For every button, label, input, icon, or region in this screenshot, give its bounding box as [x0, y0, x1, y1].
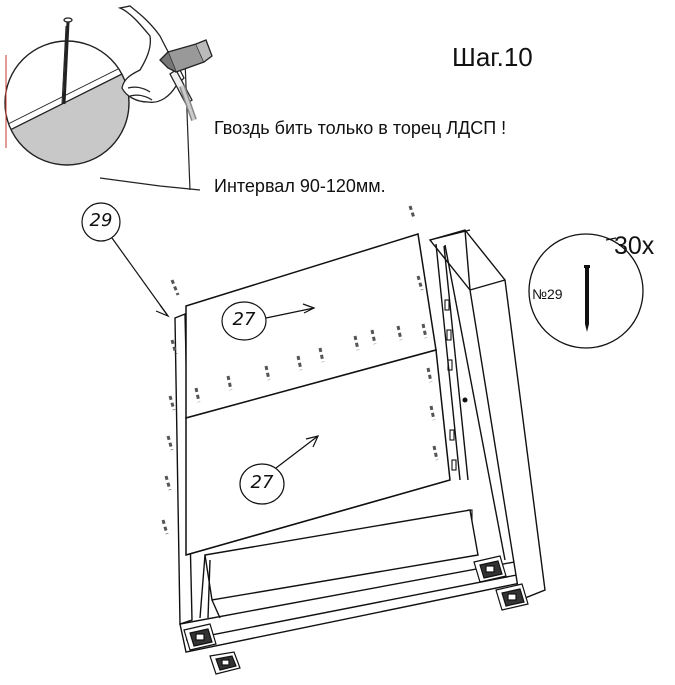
callout-panel-top: [221, 301, 316, 341]
callout-label-panel-bottom: 27: [250, 472, 274, 493]
instruction-note-interval: Интервал 90-120мм.: [214, 176, 386, 196]
hammer-icon: [117, 5, 213, 121]
right-hardware: [444, 299, 473, 523]
callout-nail: [81, 202, 170, 318]
callout-label-panel-top: 27: [232, 309, 256, 330]
nail-marks: [161, 205, 439, 535]
instruction-note-edge: Гвоздь бить только в торец ЛДСП !: [214, 118, 507, 138]
fastener-quantity: 30x: [614, 232, 655, 260]
nail-icon: [584, 265, 590, 332]
step-title: Шаг.10: [452, 42, 533, 72]
detail-nail: [61, 17, 73, 105]
callout-panel-bottom: [239, 435, 320, 505]
callout-label-nail: 29: [89, 210, 113, 231]
cabinet-feet: [183, 555, 529, 675]
fastener-code: №29: [532, 286, 563, 302]
detail-inset: [4, 17, 201, 191]
cabinet: [174, 229, 546, 675]
